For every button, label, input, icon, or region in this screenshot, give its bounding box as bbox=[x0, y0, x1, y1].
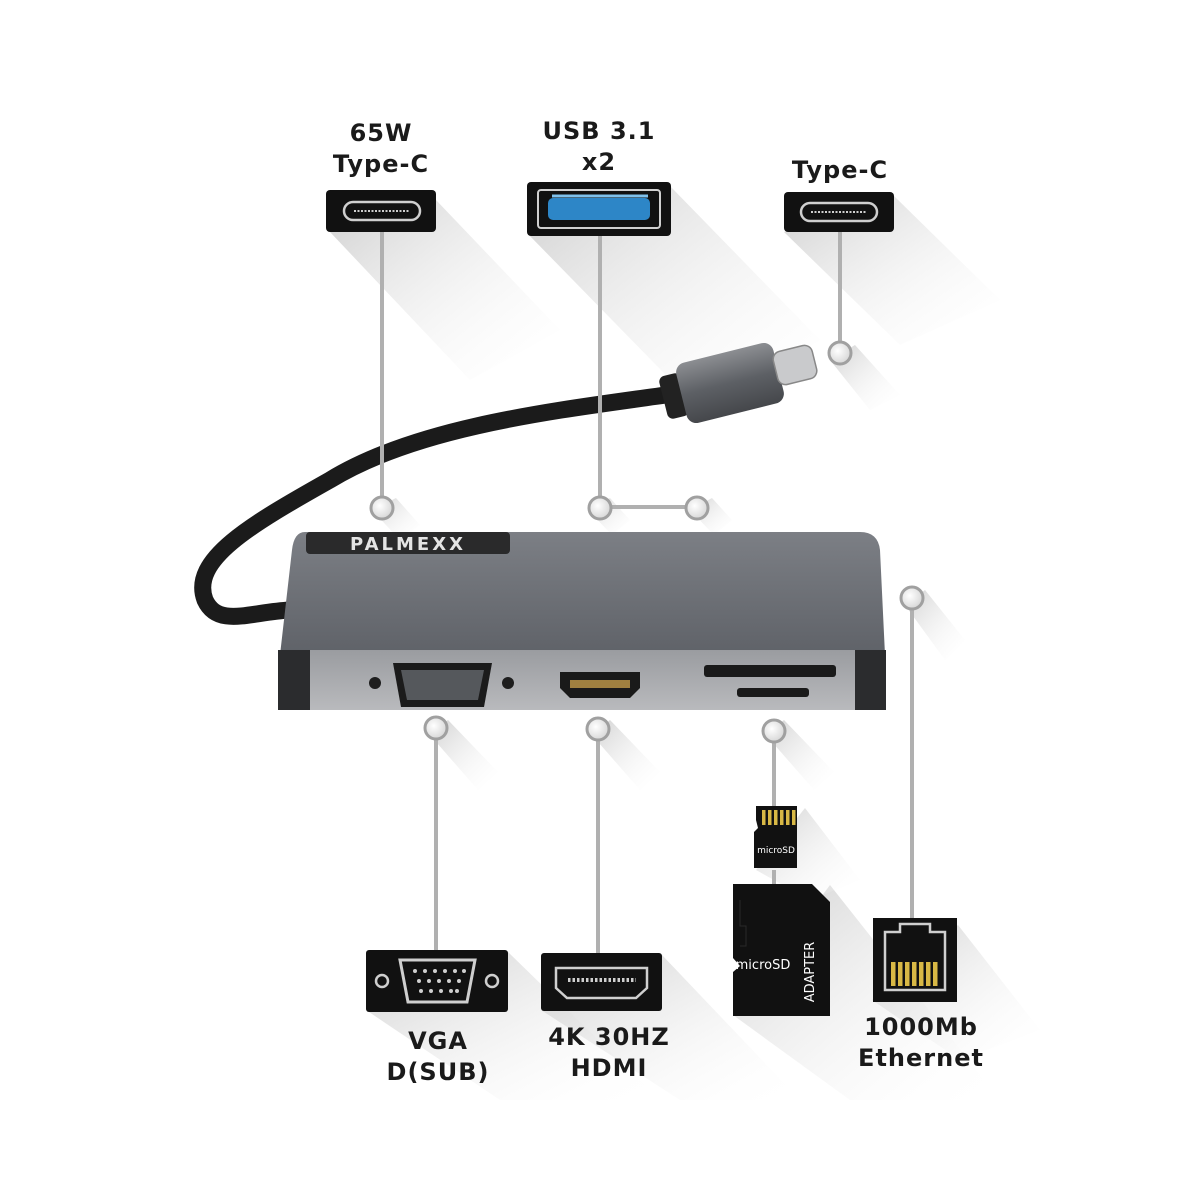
label-typec-data: Type-C bbox=[791, 156, 889, 184]
label-ethernet-line2: Ethernet bbox=[858, 1044, 984, 1072]
label-hdmi-line2: HDMI bbox=[570, 1054, 648, 1082]
label-vga: VGA D(SUB) bbox=[360, 1026, 516, 1088]
dot-sd bbox=[761, 718, 787, 744]
label-ethernet-line1: 1000Mb bbox=[864, 1013, 978, 1041]
rj45-port-icon bbox=[873, 918, 957, 1002]
hdmi-port-icon bbox=[541, 953, 662, 1011]
vga-port-icon bbox=[366, 950, 508, 1012]
hub-body bbox=[278, 532, 886, 710]
dot-hdmi bbox=[585, 716, 611, 742]
sd-adapter-icon: microSD ADAPTER bbox=[733, 884, 830, 1016]
label-hdmi-line1: 4K 30HZ bbox=[548, 1023, 670, 1051]
adapter-main-text: microSD bbox=[736, 958, 791, 973]
label-usb-3-1: USB 3.1 bbox=[542, 117, 656, 145]
usb-blue-insert bbox=[548, 198, 650, 220]
label-65w-typec: 65W Type-C bbox=[318, 118, 444, 180]
usb-a-port-icon bbox=[527, 182, 671, 236]
usb-c-plug bbox=[659, 342, 818, 424]
usb-c-cable bbox=[194, 384, 689, 625]
microsd-card-text: microSD bbox=[757, 846, 795, 856]
brand-logo: PALMEXX bbox=[350, 534, 466, 555]
dot-65w-typec bbox=[369, 495, 395, 521]
usb-c-port-icon bbox=[326, 190, 436, 232]
label-65w: 65W bbox=[349, 119, 413, 147]
dot-ethernet bbox=[899, 585, 925, 611]
usb-c-port-icon bbox=[784, 192, 894, 232]
dot-usb-2 bbox=[684, 495, 710, 521]
dot-usb-1 bbox=[587, 495, 613, 521]
microsd-card-icon: microSD bbox=[754, 806, 797, 868]
dot-vga bbox=[423, 715, 449, 741]
connector-lines bbox=[380, 230, 914, 955]
label-typec-pd: Type-C bbox=[332, 150, 430, 178]
label-typec: Type-C bbox=[770, 155, 910, 186]
connector-dots bbox=[369, 340, 925, 744]
dot-typec bbox=[827, 340, 853, 366]
label-usb-x2: x2 bbox=[581, 148, 617, 176]
label-vga-line2: D(SUB) bbox=[386, 1058, 490, 1086]
label-ethernet: 1000Mb Ethernet bbox=[848, 1012, 994, 1074]
label-hdmi: 4K 30HZ HDMI bbox=[528, 1022, 690, 1084]
label-usb: USB 3.1 x2 bbox=[520, 116, 678, 178]
label-vga-line1: VGA bbox=[408, 1027, 468, 1055]
adapter-side-text: ADAPTER bbox=[803, 942, 818, 1003]
